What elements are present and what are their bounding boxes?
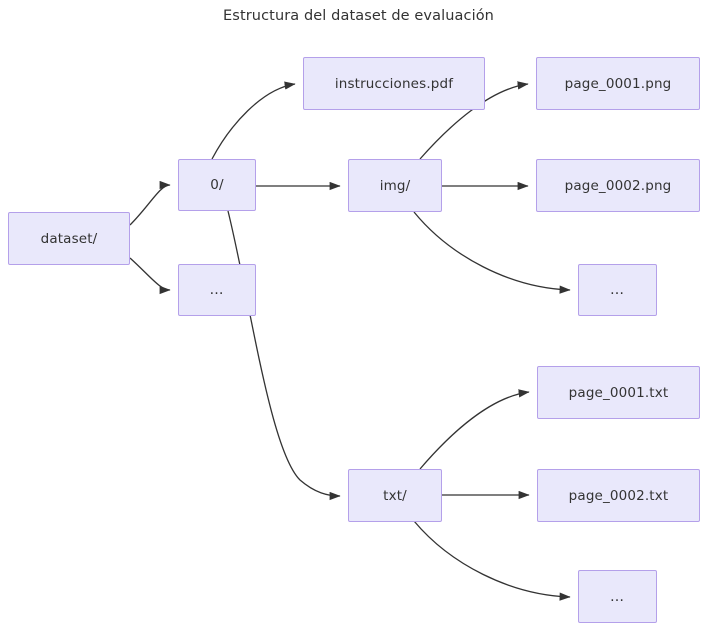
page-title: Estructura del dataset de evaluación <box>223 8 494 24</box>
node-png1[interactable]: page_0001.png <box>536 57 700 110</box>
node-label: img/ <box>379 177 411 194</box>
node-label: txt/ <box>383 487 407 504</box>
edge-zero-to-txt <box>227 210 341 501</box>
node-zero[interactable]: 0/ <box>178 159 256 211</box>
node-label: page_0002.png <box>564 177 672 194</box>
node-dots_txt[interactable]: … <box>578 570 657 623</box>
edge-txt-to-txt1 <box>419 389 530 470</box>
node-label: … <box>209 282 225 298</box>
edge-dataset-to-dots_root <box>129 257 171 295</box>
node-txt2[interactable]: page_0002.txt <box>537 469 700 522</box>
node-txt[interactable]: txt/ <box>348 469 442 522</box>
edge-img-to-dots_img <box>413 211 571 294</box>
node-dots_img[interactable]: … <box>578 264 657 316</box>
node-dataset[interactable]: dataset/ <box>8 212 130 265</box>
edge-dataset-to-zero <box>129 180 171 226</box>
node-label: instrucciones.pdf <box>334 75 454 92</box>
node-label: dataset/ <box>40 230 98 247</box>
node-img[interactable]: img/ <box>348 159 442 212</box>
node-txt1[interactable]: page_0001.txt <box>537 366 700 419</box>
node-label: … <box>610 282 625 298</box>
node-label: page_0002.txt <box>568 487 669 504</box>
node-dots_root[interactable]: … <box>178 264 256 316</box>
edge-img-to-png1 <box>419 81 529 160</box>
node-label: … <box>610 588 625 605</box>
edge-zero-to-instruc <box>211 81 296 160</box>
node-png2[interactable]: page_0002.png <box>536 159 700 212</box>
edge-txt-to-dots_txt <box>413 520 571 601</box>
node-label: page_0001.txt <box>568 384 669 401</box>
node-label: page_0001.png <box>564 75 672 92</box>
node-label: 0/ <box>210 177 224 193</box>
node-instruc[interactable]: instrucciones.pdf <box>303 57 485 110</box>
